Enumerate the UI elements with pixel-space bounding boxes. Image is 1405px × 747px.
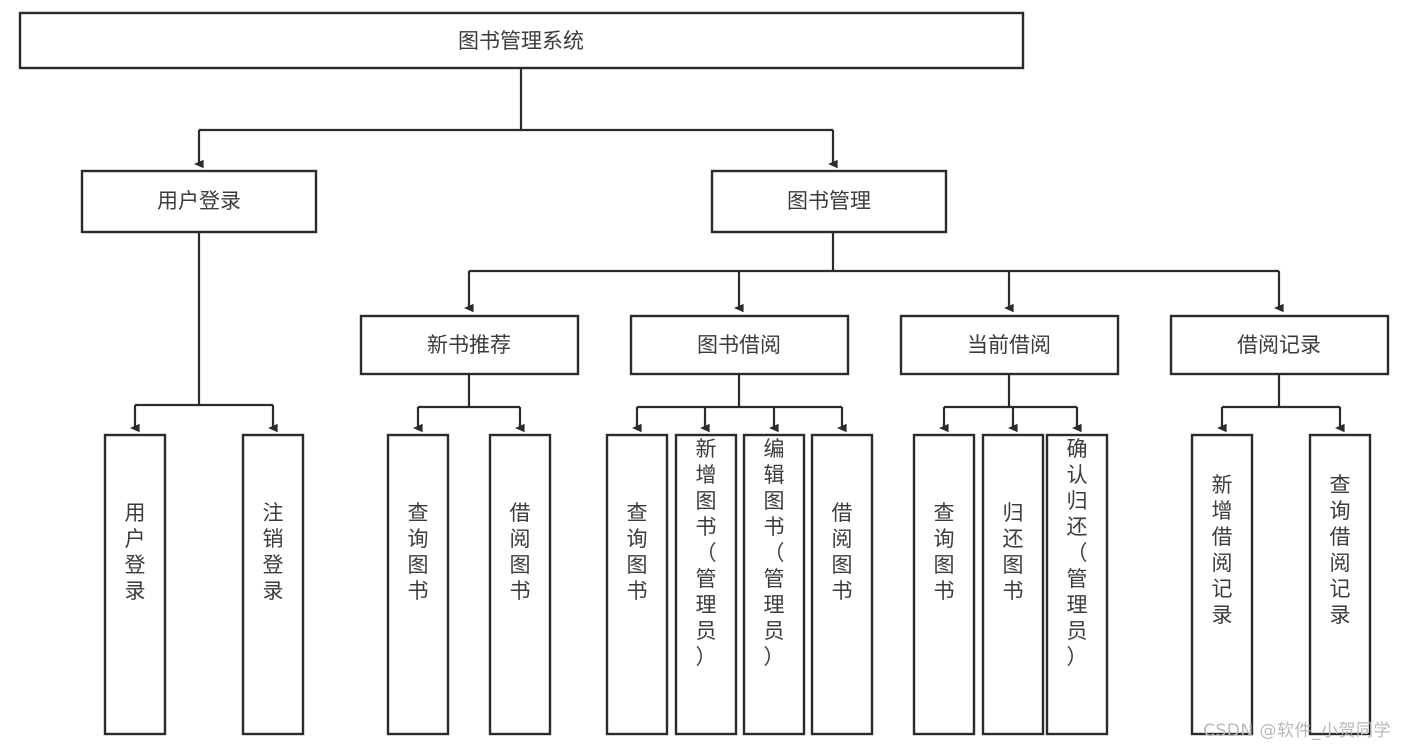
node-leaf-query-record-box[interactable]	[1308, 433, 1372, 736]
node-leaf-query-book-3-box[interactable]	[912, 433, 976, 736]
node-root-label: 图书管理系统	[458, 29, 584, 53]
node-leaf-user-login-box[interactable]	[103, 433, 167, 736]
node-current-box[interactable]	[899, 314, 1120, 376]
node-leaf-logout-box[interactable]	[241, 433, 305, 736]
node-leaf-user-login-label: 用户登录	[125, 501, 146, 603]
node-leaf-confirm-return-label: 确认归还（管理员）	[1067, 437, 1088, 669]
node-leaf-borrow-book-2-box[interactable]	[810, 433, 874, 736]
node-record[interactable]: 借阅记录	[1169, 314, 1390, 376]
node-leaf-return-book[interactable]: 归还图书	[981, 433, 1045, 736]
node-login-box[interactable]	[80, 169, 318, 234]
node-leaf-query-book-1-box[interactable]	[386, 433, 450, 736]
node-leaf-borrow-book-1[interactable]: 借阅图书	[488, 433, 552, 736]
node-bookmgmt[interactable]: 图书管理	[710, 169, 948, 234]
node-record-box[interactable]	[1169, 314, 1390, 376]
node-newbook-label: 新书推荐	[427, 333, 511, 357]
node-borrow-label: 图书借阅	[697, 333, 781, 357]
node-borrow[interactable]: 图书借阅	[629, 314, 850, 376]
node-bookmgmt-box[interactable]	[710, 169, 948, 234]
csdn-watermark: CSDN @软件_小贺同学	[1203, 721, 1391, 741]
node-leaf-add-record[interactable]: 新增借阅记录	[1190, 433, 1254, 736]
node-leaf-query-book-1[interactable]: 查询图书	[386, 433, 450, 736]
node-leaf-add-record-box[interactable]	[1190, 433, 1254, 736]
node-bookmgmt-label: 图书管理	[787, 189, 871, 213]
edge-group	[130, 68, 1345, 433]
node-root-box[interactable]	[18, 11, 1025, 70]
node-leaf-query-book-3[interactable]: 查询图书	[912, 433, 976, 736]
node-leaf-query-book-2[interactable]: 查询图书	[605, 433, 669, 736]
node-leaf-confirm-return-box[interactable]	[1045, 433, 1109, 736]
node-leaf-return-book-box[interactable]	[981, 433, 1045, 736]
node-leaf-query-book-3-label: 查询图书	[934, 501, 955, 603]
node-leaf-add-book[interactable]: 新增图书（管理员）	[674, 433, 738, 736]
node-leaf-borrow-book-2[interactable]: 借阅图书	[810, 433, 874, 736]
node-root[interactable]: 图书管理系统	[18, 11, 1025, 70]
node-leaf-logout[interactable]: 注销登录	[241, 433, 305, 736]
node-leaf-add-book-label: 新增图书（管理员）	[696, 437, 717, 669]
node-leaf-confirm-return[interactable]: 确认归还（管理员）	[1045, 433, 1109, 736]
node-newbook[interactable]: 新书推荐	[359, 314, 580, 376]
node-leaf-logout-label: 注销登录	[263, 501, 284, 603]
node-leaf-add-book-box[interactable]	[674, 433, 738, 736]
node-leaf-query-record-label: 查询借阅记录	[1330, 473, 1351, 627]
node-current-label: 当前借阅	[967, 333, 1051, 357]
node-leaf-add-record-label: 新增借阅记录	[1212, 473, 1233, 627]
node-leaf-return-book-label: 归还图书	[1003, 501, 1024, 603]
node-record-label: 借阅记录	[1237, 333, 1321, 357]
node-leaf-borrow-book-1-box[interactable]	[488, 433, 552, 736]
node-leaf-edit-book-box[interactable]	[742, 433, 806, 736]
node-login-label: 用户登录	[157, 189, 241, 213]
node-borrow-box[interactable]	[629, 314, 850, 376]
node-login[interactable]: 用户登录	[80, 169, 318, 234]
node-leaf-borrow-book-1-label: 借阅图书	[510, 501, 531, 603]
node-leaf-borrow-book-2-label: 借阅图书	[832, 501, 853, 603]
node-leaf-edit-book[interactable]: 编辑图书（管理员）	[742, 433, 806, 736]
node-newbook-box[interactable]	[359, 314, 580, 376]
node-leaf-query-record[interactable]: 查询借阅记录	[1308, 433, 1372, 736]
node-leaf-query-book-2-label: 查询图书	[627, 501, 648, 603]
node-leaf-user-login[interactable]: 用户登录	[103, 433, 167, 736]
node-current[interactable]: 当前借阅	[899, 314, 1120, 376]
node-leaf-query-book-2-box[interactable]	[605, 433, 669, 736]
node-leaf-edit-book-label: 编辑图书（管理员）	[764, 437, 785, 669]
node-leaf-query-book-1-label: 查询图书	[408, 501, 429, 603]
